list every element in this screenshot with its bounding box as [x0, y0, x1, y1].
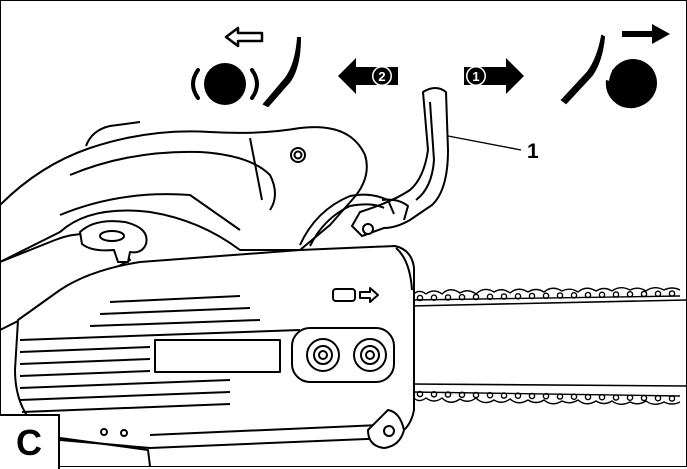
saw-chain-bottom	[411, 390, 681, 405]
step-1-arrow-right	[464, 58, 524, 94]
callout-leader-line	[447, 135, 522, 151]
step-2-arrow-left	[338, 58, 398, 94]
chainsaw-body	[0, 121, 415, 467]
step-2-number: 2	[378, 69, 385, 84]
saw-chain-top	[411, 287, 681, 302]
panel-letter: C	[16, 421, 42, 463]
chain-brake-lever	[299, 87, 449, 247]
panel-badge: C	[0, 414, 60, 469]
drum-brake-engaged-icon	[560, 24, 670, 109]
guide-bar	[409, 299, 687, 387]
drum-brake-released-icon	[191, 26, 302, 108]
step-1-number: 1	[472, 69, 479, 84]
callout-label-1: 1	[527, 140, 539, 163]
